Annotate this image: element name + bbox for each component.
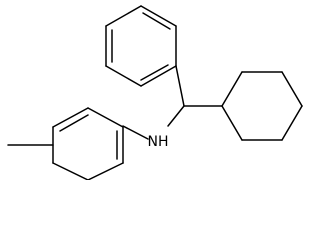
bond: [87, 107, 124, 128]
bond: [52, 162, 89, 181]
bond: [140, 5, 177, 27]
bond: [221, 71, 243, 107]
cyclohexyl-ring: [221, 71, 303, 141]
tolyl-ring: [7, 107, 124, 181]
bond: [281, 71, 303, 107]
bond: [87, 162, 124, 181]
bond: [52, 107, 89, 128]
double-bond: [59, 114, 89, 132]
bond: [175, 65, 185, 107]
bond: [140, 65, 177, 87]
bond: [221, 105, 243, 141]
bond: [105, 65, 142, 87]
structure-canvas: NH: [7, 5, 303, 181]
bond: [105, 5, 142, 27]
bond: [281, 105, 303, 141]
core-bonds: [122, 65, 223, 140]
double-bond: [140, 64, 169, 81]
bond: [122, 125, 149, 140]
bond: [167, 105, 185, 127]
molecule-structure: NH: [7, 5, 303, 181]
double-bond: [142, 12, 171, 30]
nh-label: NH: [148, 134, 169, 150]
phenyl-ring: [105, 5, 177, 87]
